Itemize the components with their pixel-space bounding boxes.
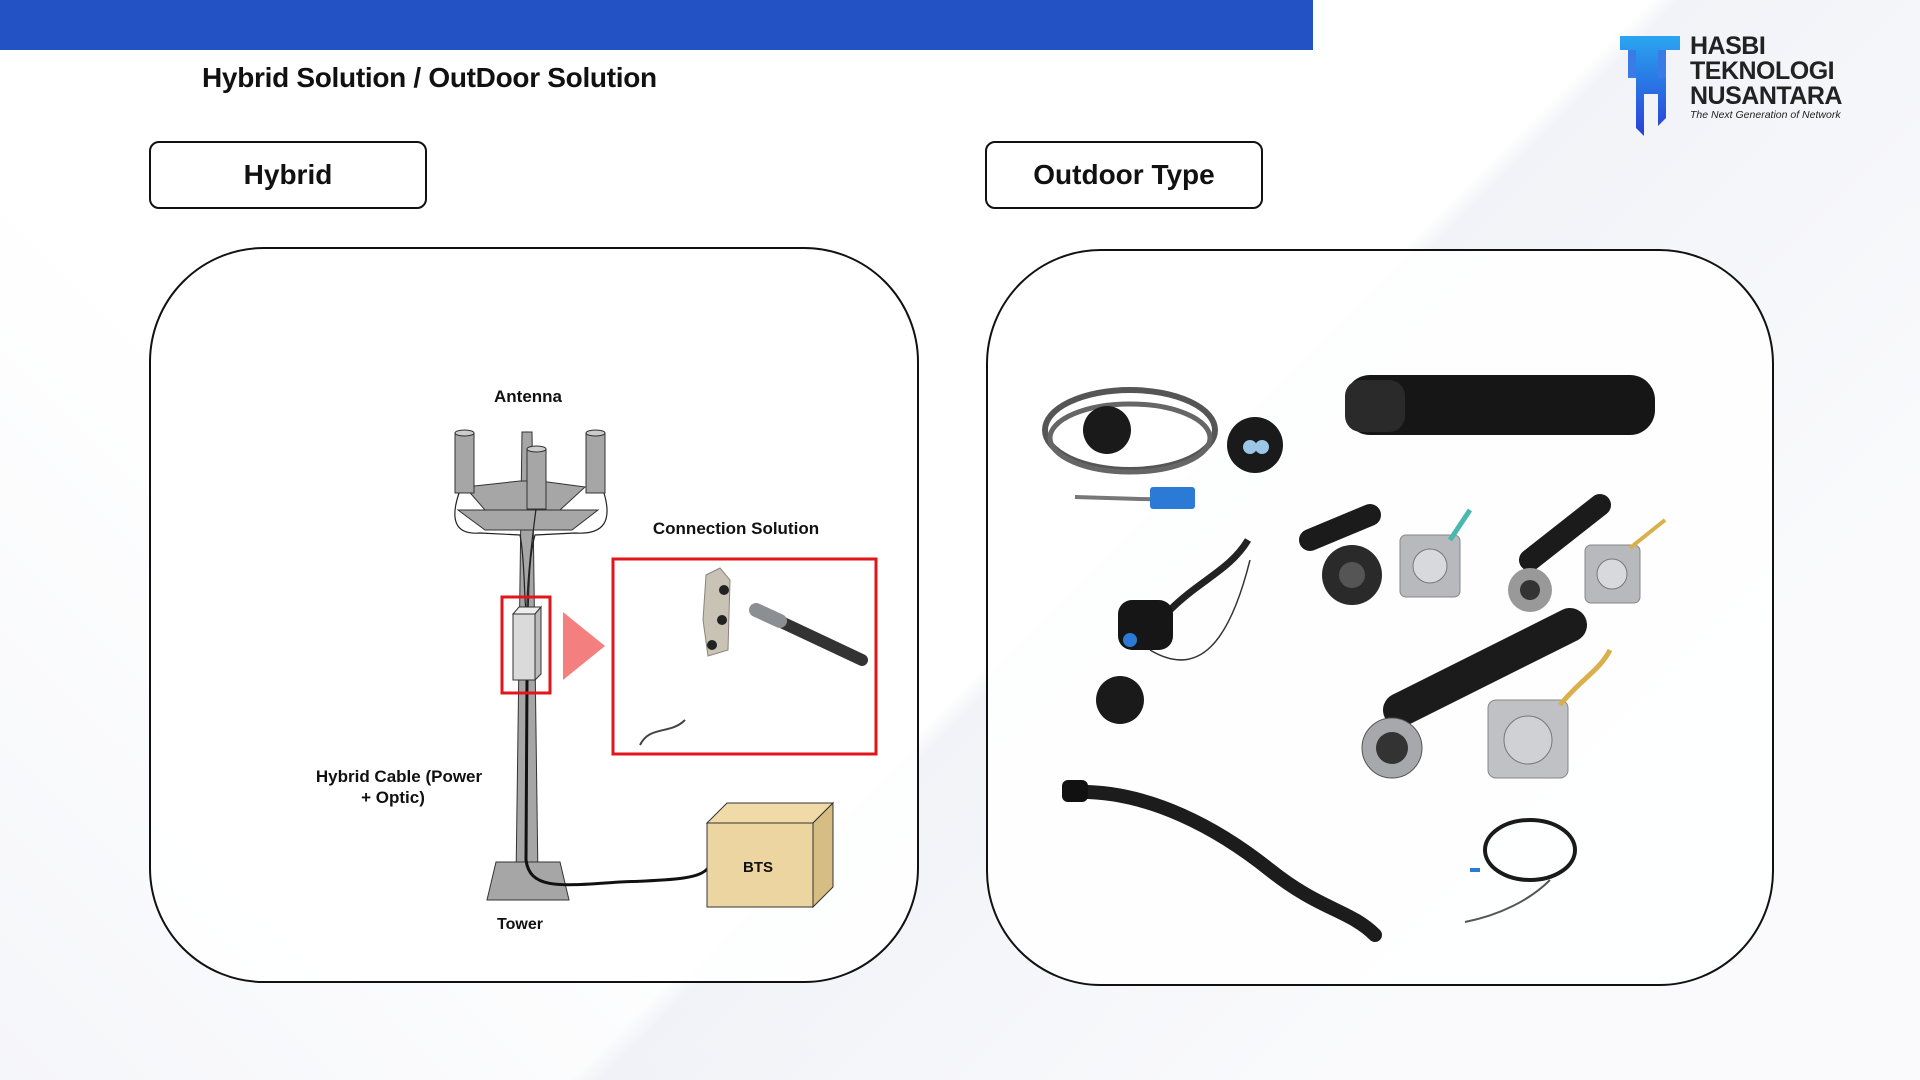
product-black-connector	[1345, 375, 1655, 435]
product-panel-connector-1	[1299, 504, 1473, 605]
company-logo: HASBI TEKNOLOGI NUSANTARA The Next Gener…	[1618, 34, 1858, 138]
tower-base	[486, 861, 570, 901]
tower-diagram: Antenna Connection Solution	[316, 387, 878, 933]
header-bar	[0, 0, 1313, 50]
product-panel-connector-2	[1508, 494, 1667, 612]
junction-box	[512, 613, 536, 681]
arrow-right-icon	[563, 612, 605, 680]
hybrid-cable	[524, 679, 710, 887]
antenna-platform-top	[463, 480, 587, 511]
bts-label: BTS	[743, 859, 773, 876]
bts-box: BTS	[705, 801, 835, 909]
product-large-connector	[1361, 608, 1613, 779]
product-corrugated-cable	[1062, 780, 1382, 942]
outdoor-panel	[986, 249, 1774, 986]
page-title: Hybrid Solution / OutDoor Solution	[202, 62, 657, 93]
antenna-label: Antenna	[494, 387, 563, 406]
logo-mark-icon	[1620, 36, 1680, 136]
product-cap-connector	[1096, 538, 1252, 724]
logo-line-2: TEKNOLOGI	[1690, 57, 1835, 85]
outdoor-type-heading-box: Outdoor Type	[985, 141, 1263, 209]
antenna-icon	[454, 429, 606, 510]
hybrid-cable-label-1: Hybrid Cable (Power	[316, 767, 483, 786]
tower-label: Tower	[497, 916, 543, 933]
connection-photo	[639, 567, 868, 746]
hybrid-cable-label-2: + Optic)	[361, 788, 425, 807]
logo-line-3: NUSANTARA	[1690, 82, 1842, 110]
outdoor-products	[1042, 375, 1667, 942]
hybrid-heading-box: Hybrid	[149, 141, 427, 209]
antenna-platform-bottom	[456, 509, 600, 531]
connection-solution-label: Connection Solution	[653, 519, 819, 538]
logo-line-1: HASBI	[1690, 32, 1766, 60]
product-patch-cord	[1464, 818, 1577, 923]
product-cable-coil	[1042, 387, 1283, 509]
logo-wordmark: HASBI TEKNOLOGI NUSANTARA	[1690, 34, 1842, 109]
logo-tagline: The Next Generation of Network	[1690, 109, 1841, 121]
junction-highlight-box	[500, 595, 552, 695]
connection-solution-box	[611, 557, 878, 756]
